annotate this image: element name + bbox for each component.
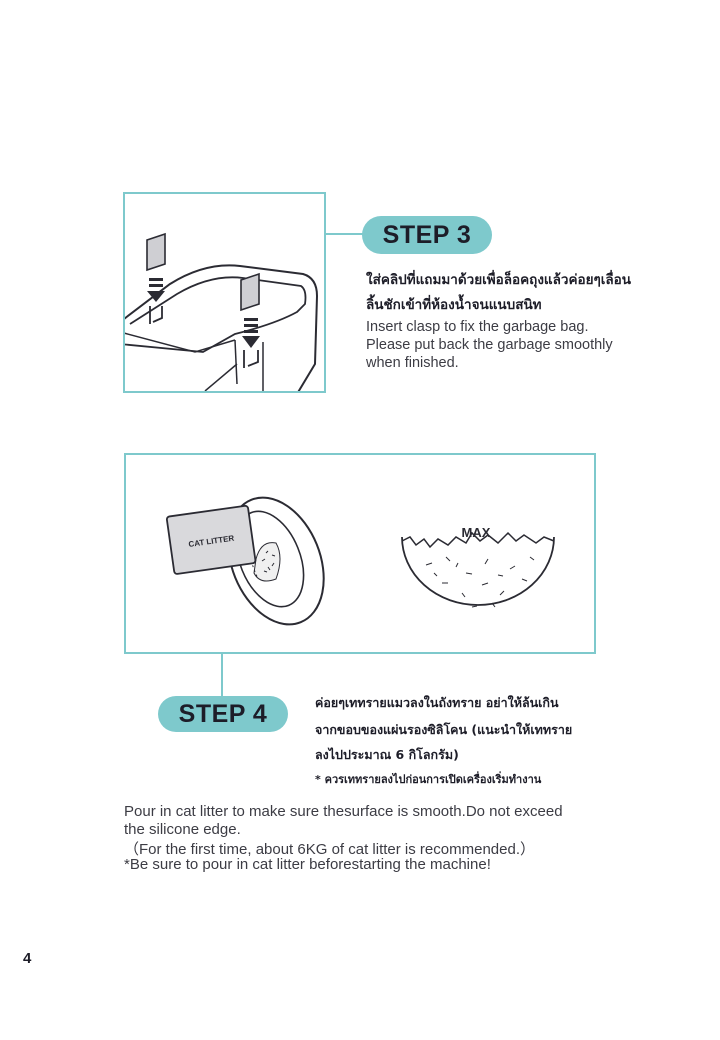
garbage-drawer-illustration xyxy=(125,232,319,391)
page-number: 4 xyxy=(23,950,32,967)
step4-thai-note: * ควรเททรายลงไปก่อนการเปิดเครื่องเริ่มทำ… xyxy=(315,773,542,786)
step4-thai-line-3: ลงไปประมาณ 6 กิโลกรัม) xyxy=(315,747,459,762)
step3-en-line-1: Insert clasp to fix the garbage bag. xyxy=(366,319,589,335)
step3-connector-line xyxy=(326,233,368,235)
cat-litter-illustration: CAT LITTER MAX xyxy=(165,496,555,626)
step4-en-line-2: the silicone edge. xyxy=(124,821,241,838)
step3-en-line-2: Please put back the garbage smoothly xyxy=(366,337,613,353)
step4-en-line-4: *Be sure to pour in cat litter beforesta… xyxy=(124,856,491,873)
step3-badge: STEP 3 xyxy=(362,216,492,254)
max-fill-label: MAX xyxy=(462,525,491,540)
step4-thai-line-2: จากขอบของแผ่นรองซิลิโคน (แนะนำให้เททราย xyxy=(315,722,573,737)
step4-badge: STEP 4 xyxy=(158,696,288,732)
step3-illustration-frame xyxy=(123,192,326,393)
step3-thai-line-2: ลิ้นชักเข้าที่ห้องน้ำจนแนบสนิท xyxy=(366,297,542,313)
cat-litter-bag: CAT LITTER xyxy=(165,504,257,575)
step3-thai-line-1: ใส่คลิปที่แถมมาด้วยเพื่อล็อคถุงแล้วค่อยๆ… xyxy=(366,272,631,288)
step4-thai-line-1: ค่อยๆเททรายแมวลงในถังทราย อย่าให้ล้นเกิน xyxy=(315,695,559,710)
step4-en-line-1: Pour in cat litter to make sure thesurfa… xyxy=(124,803,563,820)
step4-illustration-frame: CAT LITTER MAX xyxy=(124,453,596,654)
step4-en-line-3: （For the first time, about 6KG of cat li… xyxy=(124,841,535,858)
step3-en-line-3: when finished. xyxy=(366,355,459,371)
step4-connector-line xyxy=(221,654,223,700)
